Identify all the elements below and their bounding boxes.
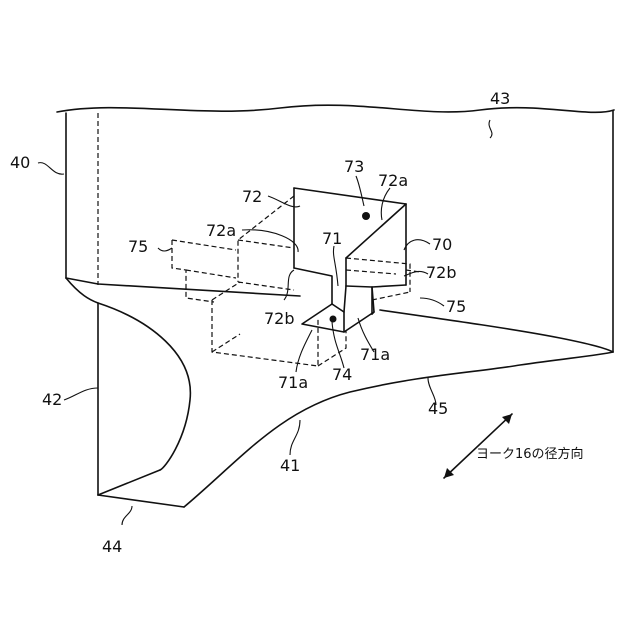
label-41: 41 xyxy=(280,456,300,475)
component-70 xyxy=(294,188,406,332)
label-75-right: 75 xyxy=(446,297,466,316)
label-71a-left: 71a xyxy=(278,373,308,392)
radial-direction-label: ヨーク16の径方向 xyxy=(476,446,584,462)
label-42: 42 xyxy=(42,390,62,409)
label-45: 45 xyxy=(428,399,448,418)
label-72b-right: 72b xyxy=(426,263,457,282)
label-75-left: 75 xyxy=(128,237,148,256)
label-44: 44 xyxy=(102,537,122,556)
label-73: 73 xyxy=(344,157,364,176)
label-72a-left: 72a xyxy=(206,221,236,240)
radial-direction-arrow xyxy=(444,414,512,478)
label-71a-right: 71a xyxy=(360,345,390,364)
sensor-74-dot xyxy=(330,316,337,323)
label-40: 40 xyxy=(10,153,30,172)
label-70: 70 xyxy=(432,235,452,254)
label-72b-left: 72b xyxy=(264,309,295,328)
label-43: 43 xyxy=(490,89,510,108)
sensor-73-dot xyxy=(362,212,370,220)
label-71: 71 xyxy=(322,229,342,248)
label-74: 74 xyxy=(332,365,352,384)
label-72: 72 xyxy=(242,187,262,206)
label-72a-right: 72a xyxy=(378,171,408,190)
